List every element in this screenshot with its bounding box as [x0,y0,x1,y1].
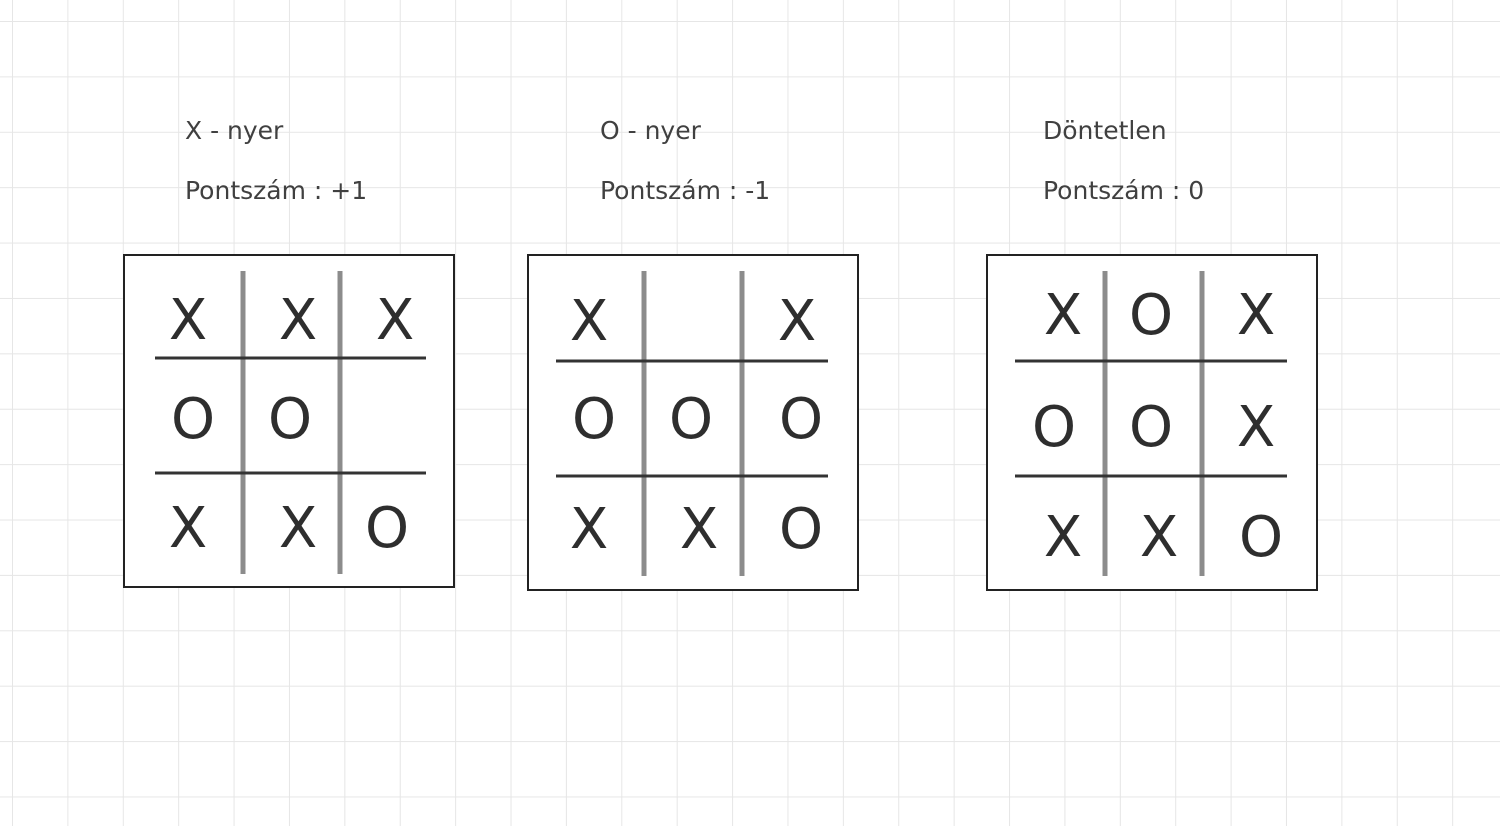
board-1-cell-mark: X [278,288,318,353]
board-2-cell-mark: X [569,497,609,562]
board-draw: X O X O O X X X O [986,254,1318,591]
board-1-cell-mark: O [170,387,216,452]
board-2-grid-lines [556,271,828,576]
board-1-score: Pontszám : +1 [185,176,368,205]
board-3-title: Döntetlen [1043,116,1167,145]
board-3-cell-mark: O [1238,505,1284,570]
board-1-title: X - nyer [185,116,284,145]
board-2-cell-mark: X [569,289,609,354]
board-2-cell-mark: O [778,497,824,562]
board-1-cell-mark: X [168,288,208,353]
board-2-cell-mark: O [571,387,617,452]
board-3-cell-mark: X [1236,395,1276,460]
board-3-cell-mark: O [1031,395,1077,460]
board-2-score: Pontszám : -1 [600,176,771,205]
board-3-cell-mark: X [1236,283,1276,348]
board-1-cell-mark: X [375,288,415,353]
board-1-cell-mark: O [267,387,313,452]
board-3-cell-mark: X [1139,505,1179,570]
board-3-grid-lines [1015,271,1287,576]
board-2-cell-mark [647,277,737,367]
board-2-title: O - nyer [600,116,701,145]
board-o-wins: X X O O O X X O [527,254,859,591]
board-1-cell-mark: X [168,496,208,561]
board-2-cell-mark: X [777,289,817,354]
board-3-score: Pontszám : 0 [1043,176,1205,205]
board-1-grid-lines [155,271,426,574]
board-1-cell-mark [340,375,430,465]
board-3-cell-mark: X [1043,505,1083,570]
board-3-cell-mark: O [1128,395,1174,460]
board-1-cell-mark: O [364,496,410,561]
board-x-wins: X X X O O X X O [123,254,455,588]
board-2-cell-mark: O [778,387,824,452]
board-3-cell-mark: X [1043,283,1083,348]
board-3-cell-mark: O [1128,283,1174,348]
board-1-cell-mark: X [278,496,318,561]
board-2-cell-mark: O [668,387,714,452]
board-2-cell-mark: X [679,497,719,562]
